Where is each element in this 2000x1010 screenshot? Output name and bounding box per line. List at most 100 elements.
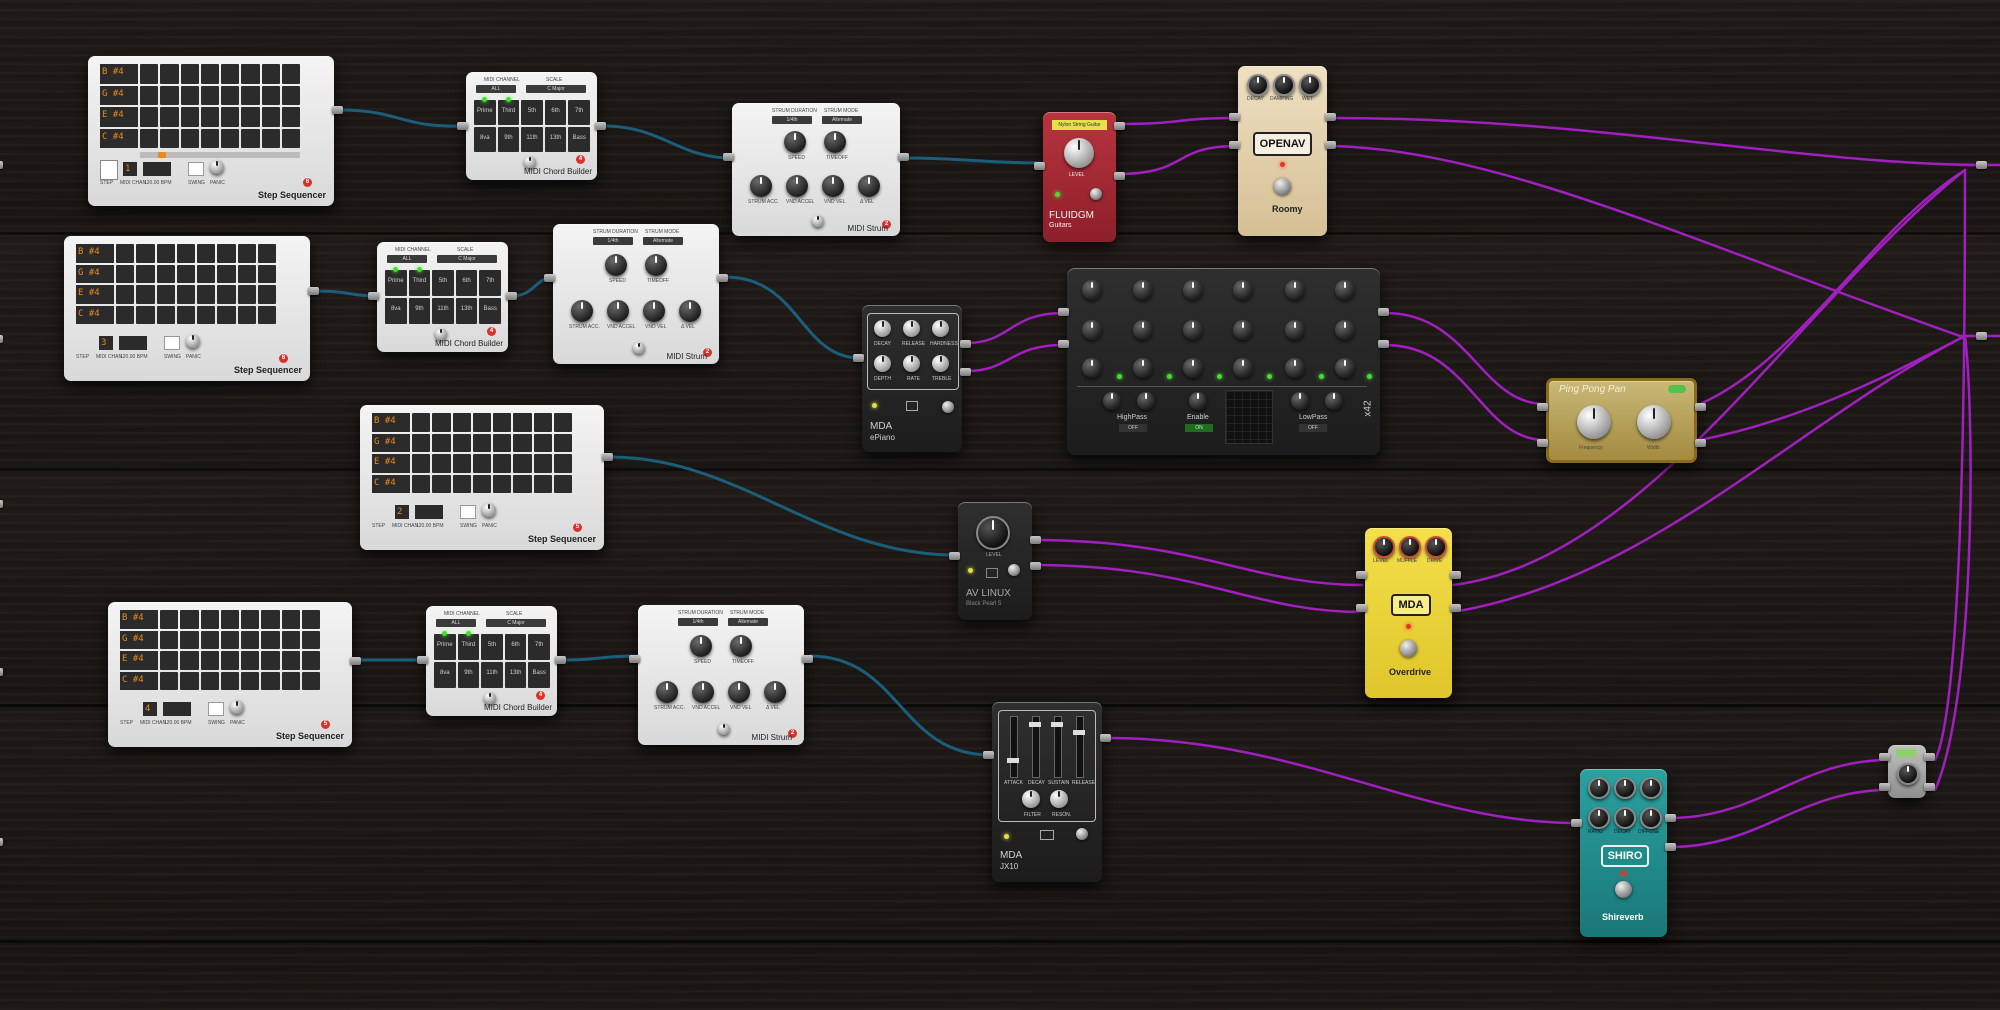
swing-box[interactable] [188,162,204,176]
drive-knob[interactable] [1425,536,1447,558]
midi-channel-display[interactable]: 3 [99,336,113,350]
chord-cell[interactable]: Third [457,634,480,660]
midi-out-jack[interactable] [350,657,361,665]
audio-out-r-jack[interactable] [1665,843,1676,851]
lowpass-toggle[interactable]: OFF [1299,424,1327,432]
midi-in-jack[interactable] [368,292,379,300]
strum-acc-knob[interactable] [571,300,593,322]
bypass-footswitch[interactable] [812,215,824,227]
midi-channel-display[interactable]: 2 [395,505,409,519]
audio-out-r-jack[interactable] [1695,439,1706,447]
gain-knob[interactable] [1335,320,1355,340]
scale-select[interactable]: C Major [437,255,497,263]
freq-knob[interactable] [1133,280,1153,300]
bw-knob[interactable] [1285,358,1305,378]
system-input-jack[interactable] [0,838,3,846]
fluidgm-guitars-pedal[interactable]: Nylon String Guitar LEVEL FLUIDGM Guitar… [1034,112,1125,242]
audio-in-r-jack[interactable] [1229,141,1240,149]
midi-chord-builder-2[interactable]: MIDI CHANNEL SCALE ALL C Major Prime Thi… [368,242,517,352]
midi-strum-2[interactable]: STRUM DURATION STRUM MODE 1/4th Alternat… [544,224,728,364]
bypass-footswitch[interactable] [435,328,447,340]
chord-cell[interactable]: 8va [434,662,456,688]
audio-out-l-jack[interactable] [960,340,971,348]
chord-cell[interactable]: 11th [521,127,543,152]
gain-knob[interactable] [1183,320,1203,340]
midi-in-jack[interactable] [544,274,555,282]
decay-knob[interactable] [1614,807,1636,829]
depth-knob[interactable] [874,355,891,372]
wet-knob[interactable] [1299,74,1321,96]
decay-knob[interactable] [1247,74,1269,96]
freq-knob[interactable] [1335,280,1355,300]
strum-duration-select[interactable]: 1/4th [772,116,812,124]
bpm-display[interactable] [143,162,171,176]
midi-strum-1[interactable]: STRUM DURATION STRUM MODE 1/4th Alternat… [723,103,909,236]
step-sequencer-3[interactable]: B #4 G #4 E #4 C #4 2 STEP MIDI CHAN. 12… [360,405,613,550]
audio-out-r-jack[interactable] [1450,604,1461,612]
midi-in-jack[interactable] [723,153,734,161]
bw-knob[interactable] [1335,358,1355,378]
midi-out-jack[interactable] [555,656,566,664]
midi-channel-select[interactable]: ALL [436,619,476,627]
reverb-knob-2[interactable] [1614,777,1636,799]
system-input-jack[interactable] [0,668,3,676]
midi-out-jack[interactable] [506,292,517,300]
midi-chord-builder-1[interactable]: MIDI CHANNEL SCALE ALL C Major Prime Thi… [457,72,606,180]
audio-in-r-jack[interactable] [1356,604,1367,612]
timeoff-knob[interactable] [730,635,752,657]
reverb-knob-3[interactable] [1640,777,1662,799]
midi-in-jack[interactable] [949,552,960,560]
bypass-footswitch[interactable] [633,342,645,354]
bpm-display[interactable] [415,505,443,519]
bpm-display[interactable] [163,702,191,716]
strum-mode-select[interactable]: Alternate [643,237,683,245]
chord-cell[interactable]: 11th [432,298,454,324]
audio-out-r-jack[interactable] [1924,783,1935,791]
bw-knob[interactable] [1183,358,1203,378]
lowpass-freq-knob[interactable] [1291,392,1309,410]
decay-slider[interactable] [1032,716,1040,778]
mda-overdrive-pedal[interactable]: LEVEL MUFFLE DRIVE MDA Overdrive [1356,528,1461,698]
audio-out-l-jack[interactable] [1030,536,1041,544]
slider-thumb[interactable] [1007,758,1019,763]
panic-knob[interactable] [186,334,200,348]
chord-cell[interactable]: 7th [479,270,501,296]
chord-cell[interactable]: 9th [457,662,480,688]
chord-grid[interactable]: Prime Third 5th 6th 7th 8va 9th 11th 13t… [385,270,501,324]
chord-cell[interactable]: 5th [481,634,503,660]
audio-out-jack[interactable] [1100,734,1111,742]
audio-out-l-jack[interactable] [1695,403,1706,411]
eq-band-knobs[interactable] [1077,276,1372,384]
gain-knob[interactable] [1233,320,1253,340]
volume-module[interactable] [1879,745,1935,798]
treble-knob[interactable] [932,355,949,372]
level-knob[interactable] [1373,536,1395,558]
chord-cell[interactable]: 13th [455,298,478,324]
midi-out-jack[interactable] [595,122,606,130]
note-grid[interactable]: B #4 G #4 E #4 C #4 [372,413,572,493]
panic-knob[interactable] [230,700,244,714]
midi-channel-display[interactable]: 4 [143,702,157,716]
chord-cell[interactable]: 8va [385,298,407,324]
vnd-vel-knob[interactable] [643,300,665,322]
midi-out-jack[interactable] [717,274,728,282]
shiro-shireverb-pedal[interactable]: RATIO DECAY DIFFUSE SHIRO Shireverb [1571,769,1676,937]
chord-cell[interactable]: 13th [544,127,567,152]
audio-in-l-jack[interactable] [1356,571,1367,579]
midi-out-jack[interactable] [602,453,613,461]
speed-knob[interactable] [690,635,712,657]
midi-strum-3[interactable]: STRUM DURATION STRUM MODE 1/4th Alternat… [629,605,813,745]
bypass-footswitch[interactable] [1615,881,1632,898]
frequency-knob[interactable] [1577,405,1611,439]
attack-slider[interactable] [1010,716,1018,778]
rate-knob[interactable] [903,355,920,372]
chord-cell[interactable]: Bass [568,127,590,152]
midi-in-jack[interactable] [853,354,864,362]
bw-knob[interactable] [1133,358,1153,378]
x42-parametric-eq[interactable]: HighPass OFF Enable ON LowPass OFF x42 [1058,268,1389,455]
delta-vel-knob[interactable] [858,175,880,197]
audio-out-r-jack[interactable] [1378,340,1389,348]
speed-knob[interactable] [784,131,806,153]
midi-out-jack[interactable] [308,287,319,295]
vnd-vel-knob[interactable] [728,681,750,703]
